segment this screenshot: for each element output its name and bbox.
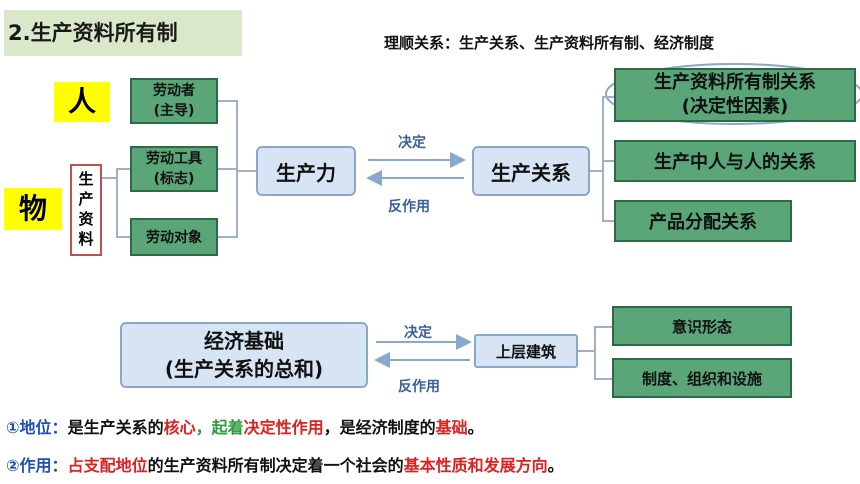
relations-of-production-box: 生产关系	[472, 146, 590, 196]
laborer-text: 劳动者	[153, 83, 195, 99]
position-text: ，起着	[195, 418, 244, 437]
means-char: 资	[78, 210, 94, 228]
ownership-relation-text: 生产资料所有制关系	[654, 72, 816, 93]
decides-label: 决定	[398, 135, 426, 151]
page-title: 2.生产资料所有制	[4, 10, 242, 56]
decides-label-2: 决定	[404, 325, 432, 341]
ownership-relation-box: 生产资料所有制关系 (决定性因素)	[614, 68, 856, 122]
connector-line	[116, 168, 118, 238]
means-char: 产	[78, 190, 94, 208]
bracket-line	[236, 100, 238, 238]
role-dominant: 占支配地位	[67, 456, 148, 475]
connector-line	[116, 236, 130, 238]
connector-line	[116, 168, 130, 170]
subtitle: 理顺关系：生产关系、生产资料所有制、经济制度	[384, 34, 715, 52]
role-label: ②作用：	[6, 456, 68, 475]
bracket-line	[602, 96, 604, 220]
economic-base-text: 经济基础	[204, 329, 284, 353]
tools-box: 劳动工具 (标志)	[130, 146, 218, 192]
ownership-relation-note: (决定性因素)	[681, 96, 789, 117]
position-statement: ①地位：是生产关系的核心，起着决定性作用，是经济制度的基础。	[6, 414, 484, 438]
bracket-line	[218, 168, 236, 170]
bracket-line	[218, 100, 236, 102]
bracket-line	[602, 220, 614, 222]
position-core: 核心	[163, 418, 196, 437]
role-statement: ②作用：占支配地位的生产资料所有制决定着一个社会的基本性质和发展方向。	[6, 452, 564, 476]
bracket-line	[602, 96, 614, 98]
role-nature: 基本性质和发展方向	[403, 456, 548, 475]
counter-effect-label: 反作用	[388, 199, 430, 215]
bracket-line	[602, 160, 614, 162]
things-label: 物	[4, 188, 62, 230]
ownership-highlight-ellipse	[605, 63, 860, 125]
position-decisive: 决定性作用	[243, 418, 324, 437]
position-text: 。	[467, 418, 484, 437]
labor-object-box: 劳动对象	[130, 218, 218, 256]
means-char: 料	[78, 230, 94, 248]
institutions-box: 制度、组织和设施	[612, 358, 792, 398]
distribution-relation-box: 产品分配关系	[614, 200, 792, 242]
interpersonal-relation-box: 生产中人与人的关系	[614, 140, 856, 182]
economic-base-box: 经济基础 (生产关系的总和)	[120, 322, 368, 388]
ideology-box: 意识形态	[612, 306, 792, 346]
laborer-box: 劳动者 (主导)	[130, 78, 218, 124]
means-of-production-box: 生 产 资 料	[70, 164, 102, 256]
role-text: 的生产资料所有制决定着一个社会的	[147, 456, 404, 475]
means-char: 生	[78, 170, 94, 188]
position-text: ，是经济制度的	[323, 418, 436, 437]
bracket-line	[218, 236, 236, 238]
counter-effect-label-2: 反作用	[398, 379, 440, 395]
bracket-line	[578, 350, 594, 352]
bracket-line	[594, 326, 596, 380]
tools-text: 劳动工具	[146, 151, 202, 167]
position-basis: 基础	[435, 418, 468, 437]
people-label: 人	[54, 82, 110, 122]
productive-forces-box: 生产力	[256, 146, 356, 196]
laborer-note: (主导)	[153, 103, 195, 119]
economic-base-note: (生产关系的总和)	[164, 357, 324, 381]
bracket-line	[236, 170, 256, 172]
tools-note: (标志)	[153, 171, 195, 187]
bracket-line	[594, 326, 612, 328]
bracket-line	[590, 170, 602, 172]
position-text: 是生产关系的	[67, 418, 164, 437]
bracket-line	[594, 378, 612, 380]
position-label: ①地位：	[6, 418, 68, 437]
role-text: 。	[547, 456, 564, 475]
connector-line	[102, 177, 116, 179]
superstructure-box: 上层建筑	[474, 334, 578, 368]
